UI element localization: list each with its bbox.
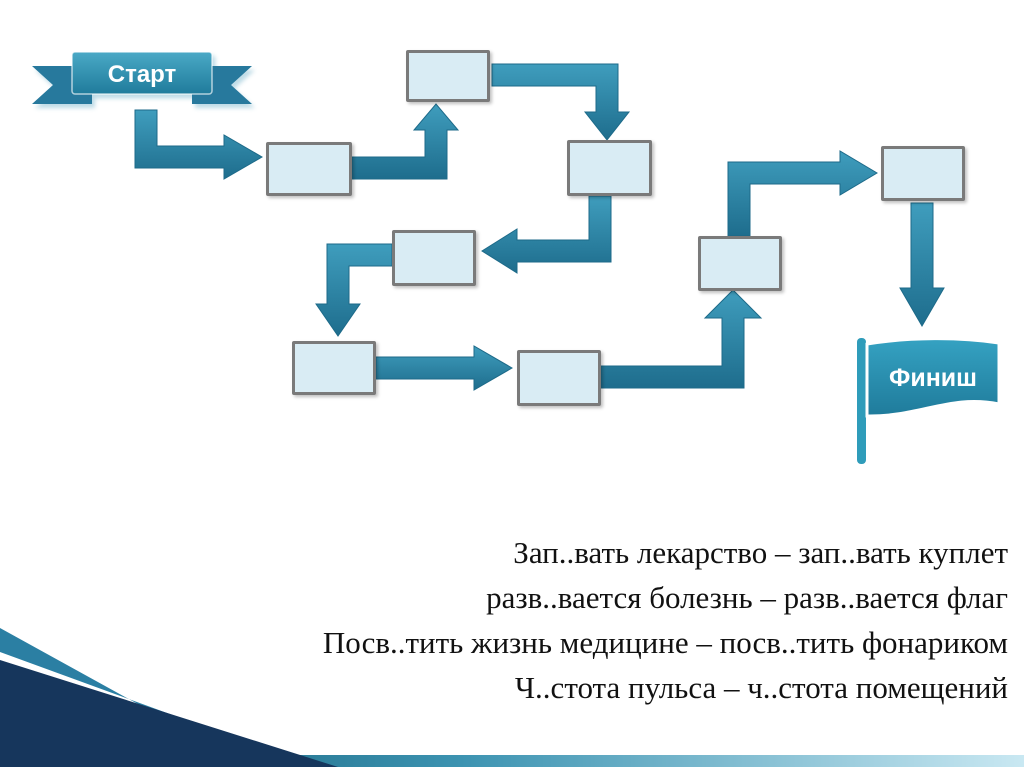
- exercise-line-3: Посв..тить жизнь медицине – посв..тить ф…: [322, 625, 1008, 660]
- start-banner-body: [71, 51, 213, 95]
- flow-box-8: [881, 146, 965, 201]
- arrow-box3-to-box4: [481, 195, 612, 274]
- start-banner: Старт: [32, 51, 252, 104]
- finish-flag: Финиш: [857, 337, 1001, 464]
- arrow-box7-to-box8: [727, 150, 878, 237]
- finish-label: Финиш: [889, 364, 977, 392]
- exercise-line-2: разв..вается болезнь – разв..вается флаг: [486, 580, 1008, 615]
- exercise-line-1: Зап..вать лекарство – зап..вать куплет: [513, 535, 1008, 570]
- arrow-box4-to-box5: [315, 243, 393, 337]
- flow-box-7: [698, 236, 782, 291]
- arrow-box6-to-box7: [600, 289, 763, 389]
- flow-box-3: [567, 140, 652, 196]
- exercise-text-block: Зап..вать лекарство – зап..вать куплет р…: [323, 530, 1008, 710]
- arrow-box1-to-box2: [351, 103, 460, 180]
- finish-flag-pole: [857, 338, 866, 464]
- arrow-start-to-box1: [134, 109, 263, 180]
- finish-flag-cloth: [865, 337, 1001, 418]
- flow-arrows: [134, 63, 945, 391]
- flow-box-2: [406, 50, 490, 102]
- flow-box-1: [266, 142, 352, 196]
- bottom-gradient-bar: [0, 755, 1024, 767]
- arrow-box5-to-box6: [375, 345, 513, 391]
- start-label: Старт: [108, 61, 177, 88]
- flow-box-5: [292, 341, 376, 395]
- exercise-line-4: Ч..стота пульса – ч..стота помещений: [514, 670, 1008, 705]
- arrow-box2-to-box3: [491, 63, 631, 141]
- flow-box-6: [517, 350, 601, 406]
- flow-box-4: [392, 230, 476, 286]
- arrow-box8-to-finish: [899, 202, 945, 327]
